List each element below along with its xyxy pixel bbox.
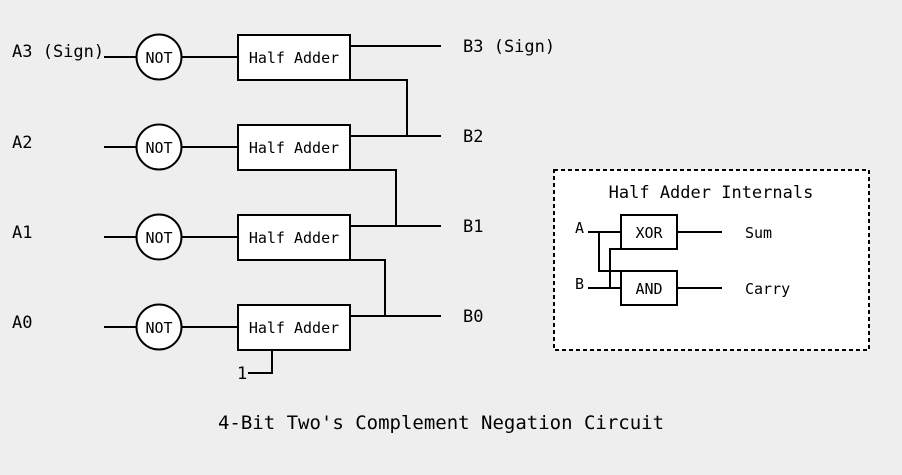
xor-gate — [620, 214, 678, 250]
half-adder-block — [237, 304, 351, 351]
not-gate-label: NOT — [145, 49, 172, 67]
output-label-b0: B0 — [463, 307, 483, 327]
not-gate-label: NOT — [145, 229, 172, 247]
output-label-b3: B3 (Sign) — [463, 37, 555, 57]
carry-wire-2 — [293, 79, 408, 137]
sum-output-label: Sum — [745, 224, 772, 242]
wire-b-to-xor — [609, 248, 621, 288]
internals-input-a: A — [575, 219, 584, 237]
internals-title: Half Adder Internals — [609, 183, 814, 203]
internals-dashed-border — [553, 169, 870, 351]
xor-gate-label: XOR — [635, 224, 663, 242]
and-gate-label: AND — [635, 280, 662, 298]
bit-row-3: A3 (Sign) NOT Half Adder B3 (Sign) — [12, 33, 555, 81]
output-label-b1: B1 — [463, 217, 483, 237]
not-gate-label: NOT — [145, 319, 172, 337]
carry-wire-0 — [293, 259, 386, 317]
diagram-caption: 4-Bit Two's Complement Negation Circuit — [218, 412, 664, 434]
carry-in-wire — [248, 350, 273, 374]
half-adder-label: Half Adder — [249, 319, 339, 337]
half-adder-label: Half Adder — [249, 229, 339, 247]
bit-row-2: A2 NOT Half Adder B2 — [12, 123, 483, 171]
input-label-a3: A3 (Sign) — [12, 42, 104, 62]
carry-in-label: 1 — [237, 364, 247, 384]
input-label-a0: A0 — [12, 313, 32, 333]
not-gate-label: NOT — [145, 139, 172, 157]
bit-row-0: A0 NOT Half Adder B0 — [12, 303, 483, 351]
half-adder-block — [237, 34, 351, 81]
output-label-b2: B2 — [463, 127, 483, 147]
bit-row-1: A1 NOT Half Adder B1 — [12, 213, 483, 261]
internals-input-b: B — [575, 275, 584, 293]
half-adder-block — [237, 214, 351, 261]
input-label-a1: A1 — [12, 223, 32, 243]
half-adder-label: Half Adder — [249, 49, 339, 67]
carry-output-label: Carry — [745, 280, 790, 298]
wire-a-to-and — [598, 232, 621, 272]
half-adder-internals-panel: Half Adder Internals A B XOR Sum AND Car… — [553, 169, 870, 351]
input-label-a2: A2 — [12, 133, 32, 153]
half-adder-block — [237, 124, 351, 171]
carry-wire-1 — [293, 169, 397, 227]
half-adder-label: Half Adder — [249, 139, 339, 157]
